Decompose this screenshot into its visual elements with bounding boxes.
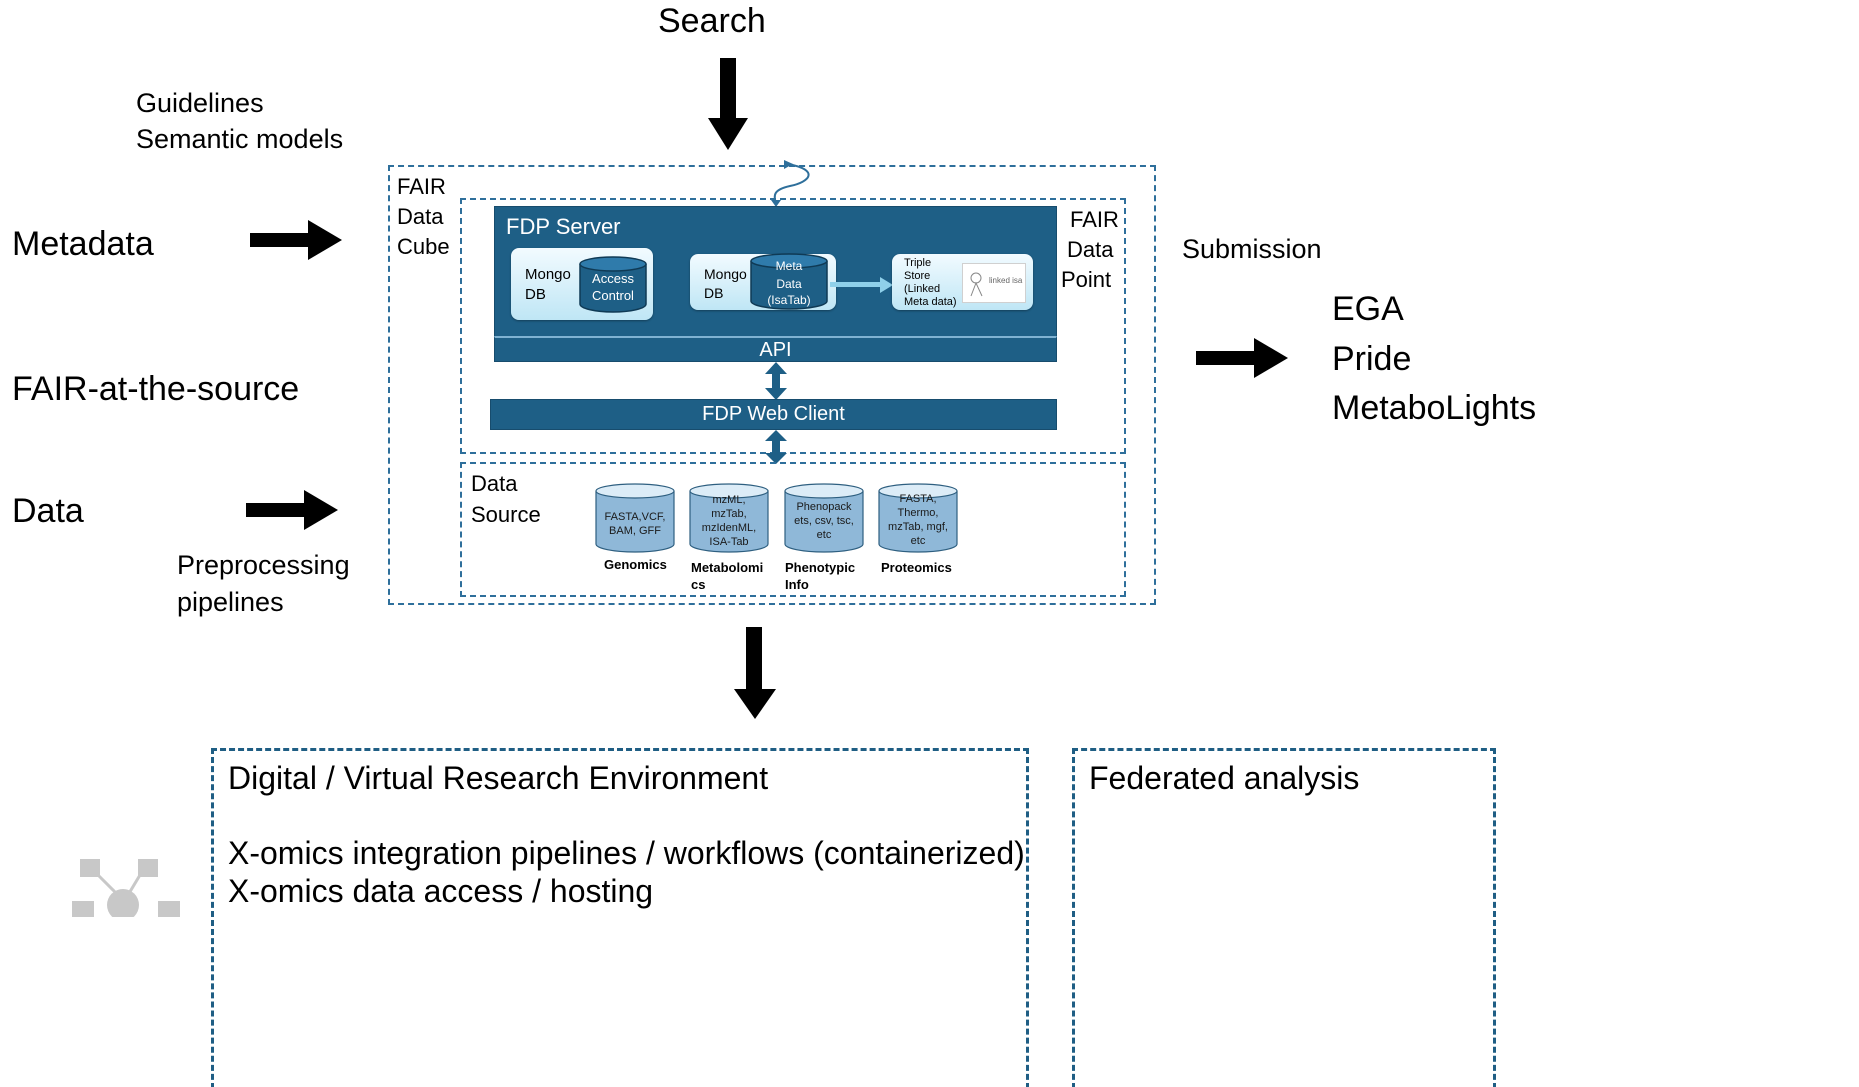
access-control-line1: Access (592, 271, 634, 286)
metabolomics-db-icon (689, 483, 769, 553)
mongo1-line2: DB (525, 286, 546, 303)
data-source-box (460, 462, 1126, 597)
triple-store-line3: (Linked (904, 283, 941, 295)
submission-arrow-icon (1196, 338, 1288, 378)
federated-title: Federated analysis (1089, 760, 1360, 796)
cube-label-3: Cube (397, 234, 450, 259)
triple-store-line1: Triple (904, 257, 932, 269)
repo-pride: Pride (1332, 340, 1412, 378)
mongo1-line1: Mongo (525, 266, 571, 283)
data-source-label-2: Source (471, 502, 541, 527)
genomics-db-text: FASTA,VCF, BAM, GFF (604, 511, 666, 537)
connector-wave-icon (771, 160, 810, 207)
metadata-label: Metadata (12, 225, 154, 263)
metadata-db-icon (750, 253, 828, 310)
api-webclient-arrow-icon (765, 362, 787, 400)
api-bar: API (494, 336, 1057, 362)
access-control-line2: Control (592, 288, 634, 303)
genomics-db-icon (595, 483, 675, 553)
env-line2: X-omics data access / hosting (228, 873, 654, 909)
fdp-server-title: FDP Server (506, 214, 621, 239)
mongo2-line2: DB (704, 285, 724, 301)
triple-store-line4: Meta data) (904, 296, 957, 308)
search-arrow-icon (708, 58, 748, 150)
metadata-arrow-icon (250, 220, 342, 260)
submission-label: Submission (1182, 234, 1322, 264)
point-label-1: FAIR (1070, 207, 1119, 232)
cube-label-2: Data (397, 204, 444, 229)
fdp-web-client-bar: FDP Web Client (490, 399, 1057, 430)
search-label: Search (658, 2, 766, 40)
env-title: Digital / Virtual Research Environment (228, 760, 769, 796)
cube-label-1: FAIR (397, 174, 446, 199)
metadata-to-triplestore-arrow-icon (830, 277, 893, 293)
linkedisa-logo-icon (970, 272, 983, 297)
phenotypic-db-icon (784, 483, 864, 553)
proteomics-db-text: FASTA, Thermo, mzTab, mgf, etc (888, 493, 948, 547)
fair-data-cube-box (388, 165, 1156, 605)
proteomics-db-icon (878, 483, 958, 553)
semantic-models-label: Semantic models (136, 124, 344, 154)
env-line1: X-omics integration pipelines / workflow… (228, 835, 1025, 871)
metabolomics-db-text: mzML, mzTab, mzIdenML, ISA-Tab (701, 494, 757, 548)
metadata-line1: Meta (775, 259, 803, 273)
linkedisa-logo: linked isa (962, 263, 1026, 303)
metadata-line2: Data (776, 277, 802, 291)
fair-at-source-label: FAIR-at-the-source (12, 370, 300, 408)
repo-ega: EGA (1332, 290, 1404, 328)
repo-metabolights: MetaboLights (1332, 389, 1537, 427)
pipelines-label: pipelines (177, 587, 284, 617)
mongo2-line1: Mongo (704, 266, 747, 282)
data-arrow-icon (246, 490, 338, 530)
data-source-label-1: Data (471, 471, 518, 496)
phenotypic-caption: Phenotypic Info (785, 560, 856, 592)
research-environment-box (211, 748, 1029, 1087)
network-icon (72, 859, 180, 917)
down-arrow-icon (734, 627, 776, 719)
point-label-2: Data (1067, 237, 1114, 262)
access-control-db-icon (579, 256, 647, 313)
fair-data-point-box (460, 198, 1126, 454)
data-label: Data (12, 492, 84, 530)
proteomics-caption: Proteomics (881, 560, 952, 575)
genomics-caption: Genomics (604, 557, 667, 572)
triple-store-line2: Store (904, 270, 931, 282)
metabolomics-caption: Metabolomi cs (691, 560, 764, 592)
linkedisa-logo-text: linked isa (989, 276, 1023, 285)
point-label-3: Point (1061, 267, 1112, 292)
guidelines-label: Guidelines (136, 88, 264, 118)
metadata-line3: (IsaTab) (767, 293, 811, 307)
webclient-datasource-arrow-icon (765, 430, 787, 464)
federated-analysis-box (1072, 748, 1496, 1087)
phenotypic-db-text: Phenopack ets, csv, tsc, etc (794, 501, 854, 541)
preprocessing-label: Preprocessing (177, 550, 350, 580)
